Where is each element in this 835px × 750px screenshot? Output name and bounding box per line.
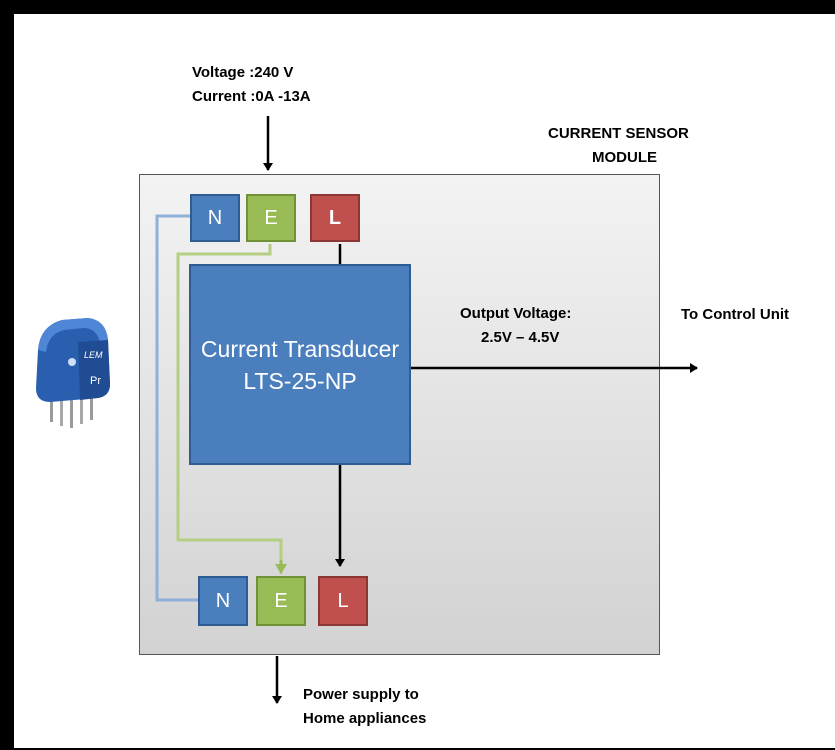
control-unit-label: To Control Unit [681, 306, 790, 323]
current-transducer-block: Current Transducer LTS-25-NP [189, 264, 411, 465]
module-title-line2: MODULE [592, 149, 657, 166]
sensor-marking-text: Pr [90, 375, 101, 387]
earth-wire [176, 244, 283, 574]
sensor-brand-text: LEM [84, 350, 103, 360]
top-neutral-terminal: N [190, 194, 240, 242]
input-current-label: Current :0A -13A [192, 88, 311, 105]
bottom-earth-terminal: E [256, 576, 306, 626]
output-voltage-range: 2.5V – 4.5V [481, 329, 560, 346]
bottom-live-terminal: L [318, 576, 368, 626]
power-supply-line1: Power supply to [303, 686, 419, 703]
sensor-photo: LEM Pr [36, 318, 110, 428]
top-live-terminal: L [310, 194, 360, 242]
output-voltage-label: Output Voltage: [460, 305, 572, 322]
input-voltage-label: Voltage :240 V [192, 64, 294, 81]
top-earth-terminal: E [246, 194, 296, 242]
neutral-wire [155, 214, 198, 602]
bottom-neutral-terminal: N [198, 576, 248, 626]
power-supply-line2: Home appliances [303, 710, 427, 727]
module-title-line1: CURRENT SENSOR [548, 125, 689, 142]
